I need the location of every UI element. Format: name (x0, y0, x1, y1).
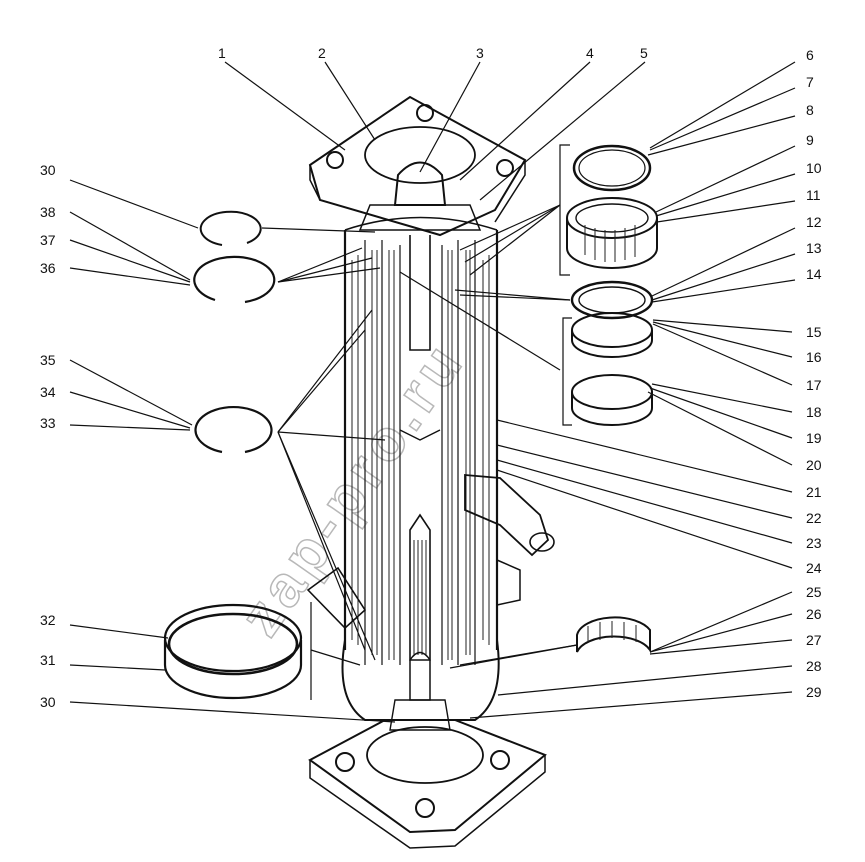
label-7: 7 (806, 74, 814, 90)
leader-lines (69, 61, 796, 723)
part-number-labels: 1 2 3 4 5 6 7 8 9 10 11 12 13 14 15 16 1… (40, 45, 822, 710)
label-37: 37 (40, 232, 56, 248)
watermark: zap-pro.ru (227, 329, 477, 648)
snap-ring-33-35 (194, 405, 273, 454)
label-10: 10 (806, 160, 822, 176)
label-29: 29 (806, 684, 822, 700)
ring-6-8 (572, 144, 652, 192)
snap-ring-30-top (199, 210, 262, 246)
label-9: 9 (806, 132, 814, 148)
label-28: 28 (806, 658, 822, 674)
label-25: 25 (806, 584, 822, 600)
label-35: 35 (40, 352, 56, 368)
shock-absorber-body (306, 95, 555, 849)
label-22: 22 (806, 510, 822, 526)
label-5: 5 (640, 45, 648, 61)
label-6: 6 (806, 47, 814, 63)
label-30-top: 30 (40, 162, 56, 178)
label-18: 18 (806, 404, 822, 420)
bushing-9-11 (566, 197, 658, 269)
label-26: 26 (806, 606, 822, 622)
label-31: 31 (40, 652, 56, 668)
label-32: 32 (40, 612, 56, 628)
ring-18-20 (571, 374, 653, 426)
label-24: 24 (806, 560, 822, 576)
label-33: 33 (40, 415, 56, 431)
inner-tube-hatching (351, 250, 490, 660)
label-2: 2 (318, 45, 326, 61)
label-34: 34 (40, 384, 56, 400)
label-13: 13 (806, 240, 822, 256)
snap-ring-36-38 (193, 255, 276, 304)
label-17: 17 (806, 377, 822, 393)
label-3: 3 (476, 45, 484, 61)
label-15: 15 (806, 324, 822, 340)
label-36: 36 (40, 260, 56, 276)
label-16: 16 (806, 349, 822, 365)
label-14: 14 (806, 266, 822, 282)
label-1: 1 (218, 45, 226, 61)
label-20: 20 (806, 457, 822, 473)
label-8: 8 (806, 102, 814, 118)
label-23: 23 (806, 535, 822, 551)
label-4: 4 (586, 45, 594, 61)
label-27: 27 (806, 632, 822, 648)
label-19: 19 (806, 430, 822, 446)
half-shell-25-27 (576, 616, 651, 654)
label-12: 12 (806, 214, 822, 230)
label-11: 11 (806, 187, 821, 203)
label-38: 38 (40, 204, 56, 220)
label-30-bottom: 30 (40, 694, 56, 710)
ring-15-17 (571, 312, 653, 358)
label-21: 21 (806, 484, 822, 500)
